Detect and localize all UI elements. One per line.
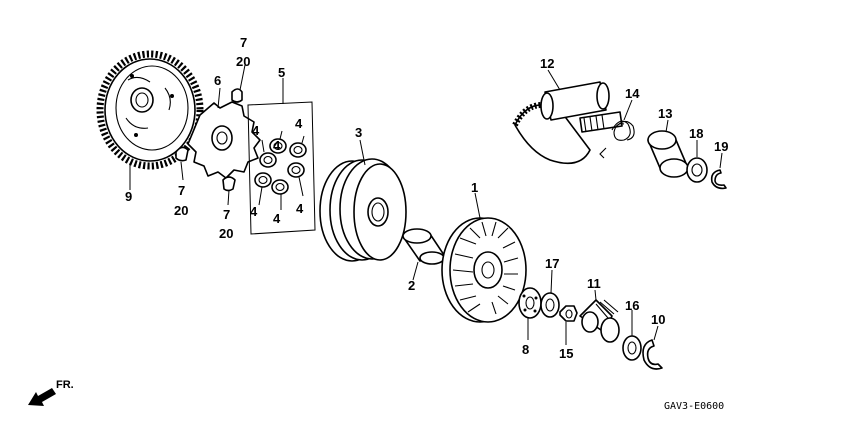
nut-15: [559, 305, 578, 322]
callout-3: 3: [355, 125, 362, 140]
callout-4f: 4: [296, 201, 304, 216]
roller-4: [287, 162, 305, 178]
callout-15: 15: [559, 346, 573, 361]
slide-piece-bottom: [222, 176, 236, 192]
callout-16: 16: [625, 298, 639, 313]
slide-piece-top: [231, 88, 243, 103]
starter-pinion: [579, 299, 620, 343]
roller-3: [259, 152, 277, 168]
circlip-10: [642, 339, 663, 370]
callout-7c: 7: [223, 207, 230, 222]
drive-face-collar: [402, 228, 445, 265]
drive-plate: [187, 101, 261, 179]
diagram-code: GAV3-E0600: [664, 401, 724, 412]
callout-20a: 20: [236, 54, 250, 69]
roller-5: [254, 172, 272, 188]
callout-4e: 4: [273, 211, 281, 226]
kick-return-spring: [599, 120, 635, 159]
bushing-13: [647, 130, 689, 178]
circlip-19: [710, 169, 727, 190]
front-arrow-icon: [28, 388, 56, 406]
callout-4b: 4: [273, 138, 281, 153]
plate-washer: [518, 287, 542, 319]
slide-piece-left: [175, 146, 189, 162]
washer-18: [686, 157, 708, 183]
callout-14: 14: [625, 86, 640, 101]
callout-4c: 4: [295, 116, 303, 131]
callout-13: 13: [658, 106, 672, 121]
callout-4a: 4: [252, 123, 260, 138]
roller-1: [269, 138, 287, 154]
washer-16: [622, 335, 642, 361]
starter-ring-gear: [96, 50, 204, 170]
callout-4d: 4: [250, 204, 258, 219]
callout-10: 10: [651, 312, 665, 327]
front-direction-indicator: FR.: [28, 379, 74, 406]
callout-1: 1: [471, 180, 478, 195]
roller-2: [289, 142, 307, 158]
callout-8: 8: [522, 342, 529, 357]
callout-18: 18: [689, 126, 703, 141]
fan-face: [441, 217, 527, 323]
roller-6: [271, 179, 289, 195]
callout-17: 17: [545, 256, 559, 271]
callout-9: 9: [125, 189, 132, 204]
front-direction-label: FR.: [56, 379, 74, 391]
callout-19: 19: [714, 139, 728, 154]
callout-labels: 1 2 3 4 4 4 4 4 4 5 6 7 20 7 20 7 20 8 9…: [125, 35, 728, 361]
callout-2: 2: [408, 278, 415, 293]
callout-12: 12: [540, 56, 554, 71]
callout-7a: 7: [240, 35, 247, 50]
callout-6: 6: [214, 73, 221, 88]
callout-7b: 7: [178, 183, 185, 198]
washer-17: [540, 292, 560, 318]
kick-starter-spindle: [512, 81, 623, 165]
callout-11: 11: [587, 276, 601, 291]
callout-20b: 20: [174, 203, 188, 218]
weight-roller-set: [247, 101, 316, 235]
leader-lines: [129, 64, 723, 345]
callout-5: 5: [278, 65, 285, 80]
callout-20c: 20: [219, 226, 233, 241]
movable-drive-face: [319, 158, 407, 262]
